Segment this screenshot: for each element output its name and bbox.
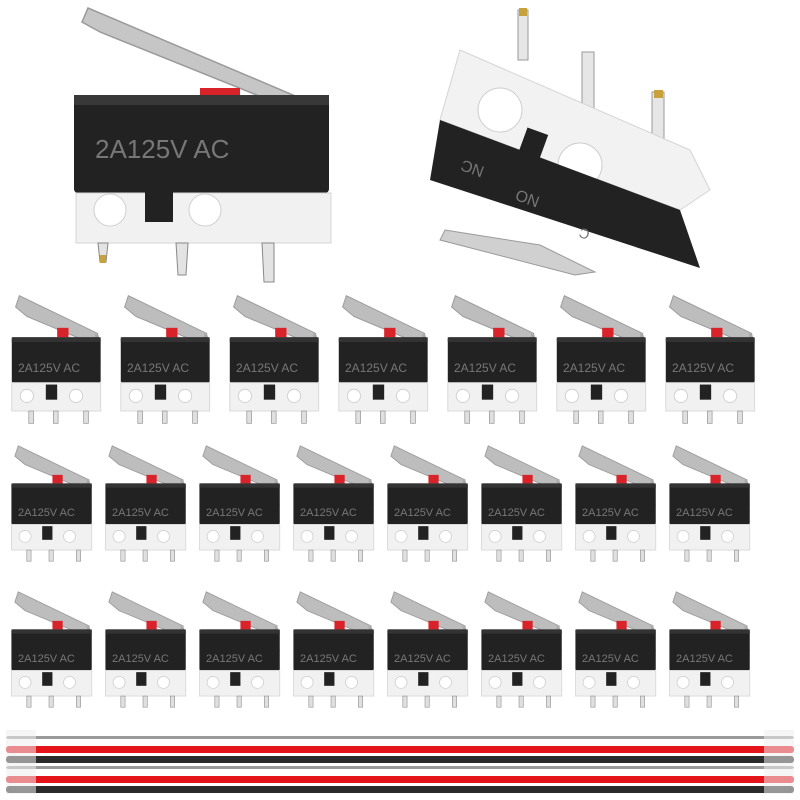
small-switch: 2A125V AC	[668, 445, 751, 562]
small-rating-label: 2A125V AC	[18, 507, 75, 519]
small-rating-label: 2A125V AC	[488, 507, 545, 519]
small-rating-label: 2A125V AC	[300, 507, 357, 519]
small-switch: 2A125V AC	[10, 445, 93, 562]
wire-gray	[6, 736, 794, 739]
small-rating-label: 2A125V AC	[394, 507, 451, 519]
small-switch: 2A125V AC	[665, 295, 756, 424]
small-rating-label: 2A125V AC	[206, 507, 263, 519]
small-switch: 2A125V AC	[11, 295, 102, 424]
small-rating-label: 2A125V AC	[563, 361, 625, 375]
switch-body	[74, 95, 329, 193]
small-switch: 2A125V AC	[574, 445, 657, 562]
small-rating-label: 2A125V AC	[300, 653, 357, 665]
rear-body	[430, 120, 700, 268]
small-rating-label: 2A125V AC	[236, 361, 298, 375]
wire-black	[6, 756, 794, 763]
small-switch: 2A125V AC	[338, 295, 429, 424]
small-switch: 2A125V AC	[120, 295, 211, 424]
small-switch: 2A125V AC	[229, 295, 320, 424]
wire-connector	[764, 730, 794, 794]
small-rating-label: 2A125V AC	[488, 653, 545, 665]
small-rating-label: 2A125V AC	[345, 361, 407, 375]
hero-switch-rear: NC NO C	[430, 8, 711, 276]
small-switch: 2A125V AC	[292, 445, 375, 562]
small-switch: 2A125V AC	[292, 591, 375, 708]
small-rating-label: 2A125V AC	[454, 361, 516, 375]
wire-gray	[6, 766, 794, 769]
small-rating-label: 2A125V AC	[582, 507, 639, 519]
small-rating-label: 2A125V AC	[394, 653, 451, 665]
small-switch: 2A125V AC	[10, 591, 93, 708]
small-rating-label: 2A125V AC	[206, 653, 263, 665]
wire-bundle	[6, 730, 794, 794]
small-switch: 2A125V AC	[198, 445, 281, 562]
switch-grid: 2A125V AC 2A125V AC 2A125V AC 2A125V AC 2A12…	[10, 295, 756, 708]
wire-red	[6, 746, 794, 753]
small-switch: 2A125V AC	[668, 591, 751, 708]
small-switch: 2A125V AC	[198, 591, 281, 708]
small-switch: 2A125V AC	[447, 295, 538, 424]
small-switch: 2A125V AC	[574, 591, 657, 708]
rear-lever	[439, 229, 597, 276]
small-switch: 2A125V AC	[386, 591, 469, 708]
wire-connector	[6, 730, 36, 794]
small-rating-label: 2A125V AC	[582, 653, 639, 665]
wire-red	[6, 776, 794, 783]
small-rating-label: 2A125V AC	[112, 653, 169, 665]
small-rating-label: 2A125V AC	[112, 507, 169, 519]
small-switch: 2A125V AC	[480, 445, 563, 562]
hero-switch-front: 2A125V AC	[74, 7, 332, 283]
small-switch: 2A125V AC	[104, 445, 187, 562]
terminal-label-nc: NC	[459, 156, 487, 180]
small-rating-label: 2A125V AC	[676, 507, 733, 519]
rating-label: 2A125V AC	[95, 134, 229, 164]
small-rating-label: 2A125V AC	[18, 361, 80, 375]
wire-black	[6, 786, 794, 793]
small-rating-label: 2A125V AC	[676, 653, 733, 665]
small-switch: 2A125V AC	[556, 295, 647, 424]
small-switch: 2A125V AC	[480, 591, 563, 708]
small-switch: 2A125V AC	[104, 591, 187, 708]
small-rating-label: 2A125V AC	[18, 653, 75, 665]
small-rating-label: 2A125V AC	[672, 361, 734, 375]
small-rating-label: 2A125V AC	[127, 361, 189, 375]
small-switch: 2A125V AC	[386, 445, 469, 562]
